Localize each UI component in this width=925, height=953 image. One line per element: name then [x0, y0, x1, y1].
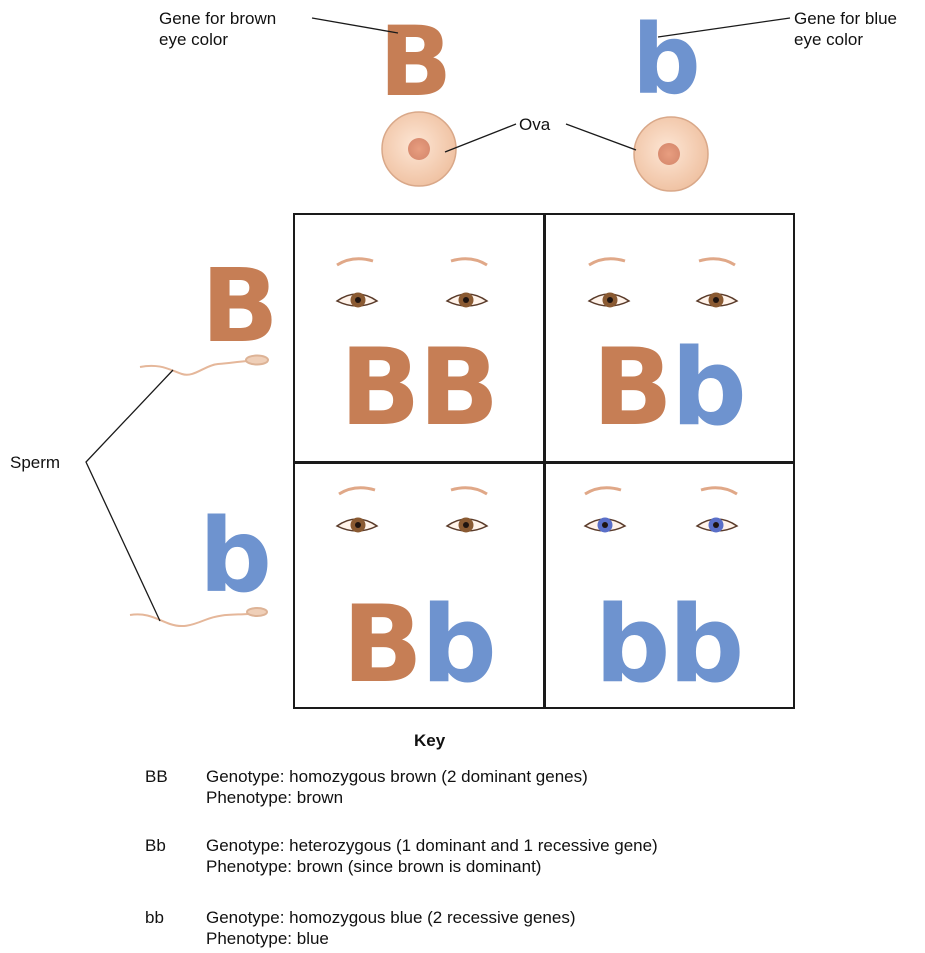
- sperm-bottom-allele: b: [199, 497, 273, 616]
- blue-gene-label-line2: eye color: [794, 30, 863, 49]
- key-phenotype: Phenotype: brown (since brown is dominan…: [206, 857, 542, 876]
- allele-left: B: [342, 583, 423, 706]
- key-code: Bb: [145, 836, 166, 855]
- blue-gene-label: Gene for blue eye color: [794, 8, 897, 50]
- key-code: bb: [145, 908, 164, 927]
- punnett-square: BB Bb Bb: [293, 213, 795, 709]
- allele-right: b: [668, 583, 745, 706]
- ovum-left: [381, 111, 457, 187]
- genotype-Bb: Bb: [295, 592, 542, 698]
- ova-label: Ova: [519, 115, 551, 134]
- brown-eyes-icon: [587, 257, 739, 308]
- allele-left: b: [594, 583, 671, 706]
- blue-gene-label-line1: Gene for blue: [794, 9, 898, 28]
- key-genotype: Genotype: homozygous brown (2 dominant g…: [206, 767, 588, 786]
- key-code: BB: [145, 767, 168, 786]
- punnett-cell-BB: BB: [295, 215, 542, 460]
- grid-horizontal-divider: [295, 461, 793, 464]
- blue-eyes-icon: [583, 486, 739, 533]
- genotype-Bb: Bb: [545, 335, 792, 441]
- ovum-left-allele: B: [379, 6, 453, 118]
- genotype-bb: bb: [545, 592, 792, 698]
- ovum-right: [633, 116, 709, 192]
- sperm-label: Sperm: [10, 453, 61, 472]
- key-phenotype: Phenotype: brown: [206, 788, 344, 807]
- key-phenotype: Phenotype: blue: [206, 929, 329, 948]
- allele-right: B: [418, 326, 500, 449]
- allele-left: B: [339, 326, 421, 449]
- brown-gene-label: Gene for brown eye color: [159, 8, 276, 50]
- leader-lines: [85, 17, 791, 622]
- punnett-cell-Bb-bottom: Bb: [295, 464, 542, 709]
- punnett-cell-Bb-top: Bb: [545, 215, 792, 460]
- allele-left: B: [592, 326, 673, 449]
- sperm-top-allele: B: [201, 247, 279, 366]
- punnett-cell-bb: bb: [545, 464, 792, 709]
- key-genotype: Genotype: heterozygous (1 dominant and 1…: [206, 836, 658, 855]
- key-title: Key: [414, 731, 446, 750]
- key-description: Genotype: heterozygous (1 dominant and 1…: [206, 835, 846, 877]
- sperm-top: [139, 354, 269, 376]
- ovum-right-allele: b: [632, 4, 701, 116]
- allele-right: b: [420, 583, 497, 706]
- brown-eyes-icon: [335, 486, 489, 533]
- genotype-BB: BB: [295, 335, 542, 441]
- brown-eyes-icon: [335, 257, 489, 308]
- brown-gene-label-line2: eye color: [159, 30, 228, 49]
- key-description: Genotype: homozygous brown (2 dominant g…: [206, 766, 846, 808]
- allele-right: b: [670, 326, 747, 449]
- key-genotype: Genotype: homozygous blue (2 recessive g…: [206, 908, 576, 927]
- sperm-bottom: [129, 607, 268, 628]
- key-description: Genotype: homozygous blue (2 recessive g…: [206, 907, 846, 949]
- brown-gene-label-line1: Gene for brown: [159, 9, 277, 28]
